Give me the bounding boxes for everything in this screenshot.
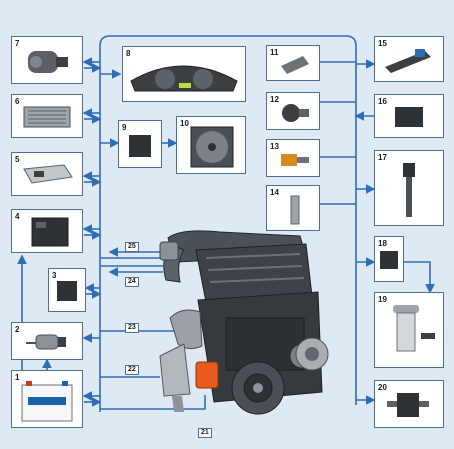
component-number: 15 [378,39,387,48]
knock-sensor-icon [282,104,309,122]
callout-23: 23 [125,323,139,333]
callout-24: 24 [125,277,139,287]
fuel-pump-module-icon [393,305,435,352]
callout-22: 22 [125,365,139,375]
component-number: 16 [378,97,387,106]
mass-air-flow-sensor-icon [28,51,68,73]
component-number: 18 [378,239,387,248]
component-box-13: 13 [266,139,320,177]
component-box-10: 10 [176,116,246,174]
component-number: 3 [52,271,57,280]
component-box-7: 7 [11,36,83,84]
component-box-12: 12 [266,92,320,130]
component-box-19: 19 [374,292,444,368]
ignition-coil-icon [403,163,415,217]
component-number: 13 [270,142,279,151]
component-number: 5 [15,155,20,164]
component-box-20: 20 [374,380,444,428]
component-number: 11 [270,48,279,57]
component-box-14: 14 [266,185,320,231]
component-box-18: 18 [374,236,404,282]
component-number: 20 [378,383,387,392]
component-number: 2 [15,325,20,334]
component-box-2: 2 [11,322,83,360]
component-number: 9 [122,123,127,132]
fuel-injector-icon [385,49,431,73]
relay-icon [57,281,77,301]
component-box-4: 4 [11,209,83,253]
instrument-cluster-icon [130,65,238,92]
component-box-17: 17 [374,150,444,226]
temperature-sensor-icon [281,154,309,166]
component-number: 19 [378,295,387,304]
wiring-bus [17,35,435,412]
component-number: 6 [15,97,20,106]
component-number: 17 [378,153,387,162]
component-number: 7 [15,39,20,48]
component-number: 12 [270,95,279,104]
component-box-15: 15 [374,36,444,82]
position-sensor-icon [281,56,309,74]
control-unit-icon [31,217,69,247]
component-number: 4 [15,212,20,221]
valve-icon [387,393,429,417]
component-number: 14 [270,188,279,197]
component-number: 8 [126,49,131,58]
component-box-6: 6 [11,94,83,138]
speed-sensor-icon [290,195,300,225]
sensor-icon [26,334,66,350]
callout-25: 25 [125,242,139,252]
relay-icon [380,251,398,269]
module-icon [23,106,71,128]
component-box-1: 1 [11,370,83,428]
idle-valve-icon [395,107,423,127]
cooling-fan-icon [190,126,234,168]
component-box-16: 16 [374,94,444,138]
component-box-5: 5 [11,152,83,196]
component-box-8: 8 [122,46,246,102]
component-number: 1 [15,373,20,382]
ecu-icon [23,164,73,184]
engine-illustration [159,230,329,415]
callout-21: 21 [198,428,212,438]
component-number: 10 [180,119,189,128]
component-box-3: 3 [48,268,86,312]
relay-icon [129,135,151,157]
component-box-11: 11 [266,45,320,81]
component-box-9: 9 [118,120,162,168]
battery-icon [21,381,73,422]
